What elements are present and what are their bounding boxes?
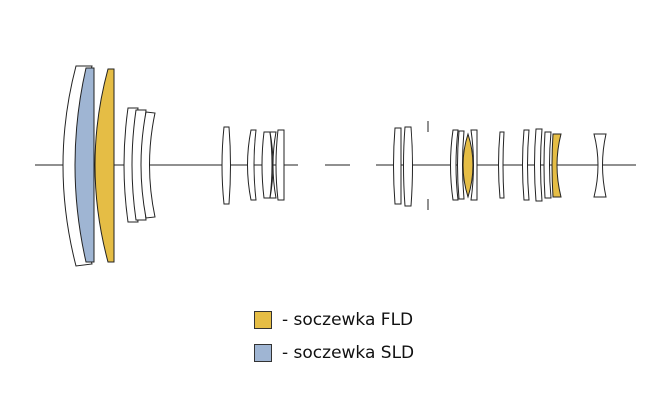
legend-label-fld: - soczewka FLD [282, 310, 414, 330]
lens-element [261, 131, 273, 199]
legend-item-sld: - soczewka SLD [254, 341, 414, 365]
sld-color-swatch [254, 344, 272, 362]
legend: - soczewka FLD - soczewka SLD [254, 308, 414, 374]
lens-element [450, 129, 459, 201]
lens-element [140, 111, 156, 219]
lens-element [522, 129, 530, 201]
lens-element [543, 131, 552, 199]
lens-element [403, 126, 413, 207]
lens-element [221, 126, 231, 205]
fld-color-swatch [254, 311, 272, 329]
lens-element [457, 130, 465, 200]
lens-element-fld [94, 68, 115, 263]
lens-element [393, 127, 402, 205]
lens-element [247, 129, 257, 201]
lens-element [498, 131, 505, 199]
lens-element [534, 128, 543, 202]
lens-element [593, 133, 607, 198]
lens-element [269, 131, 277, 199]
legend-label-sld: - soczewka SLD [282, 343, 415, 363]
legend-item-fld: - soczewka FLD [254, 308, 414, 332]
lens-element-fld [551, 133, 562, 198]
lens-element-fld [462, 132, 474, 199]
lens-element [470, 129, 478, 201]
lens-element-sld [74, 67, 95, 263]
lens-element [275, 129, 285, 201]
